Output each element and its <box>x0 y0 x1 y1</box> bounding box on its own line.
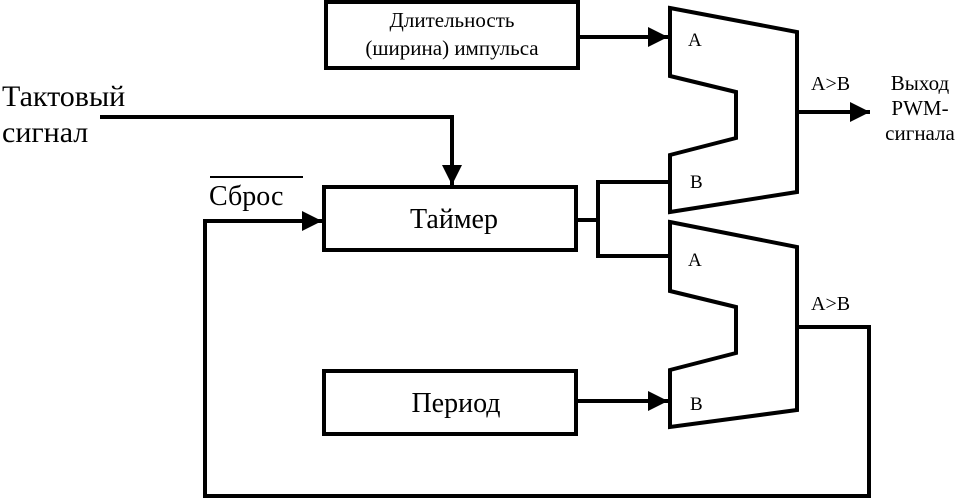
comparator-bottom-input-a: A <box>688 250 702 271</box>
comparator-bottom: A B A>B <box>668 219 850 430</box>
timer-label: Таймер <box>410 204 498 235</box>
wire-reset-feedback <box>203 211 871 498</box>
pulse-width-block: Длительность (ширина) импульса <box>324 0 580 70</box>
clock-label-line1: Тактовый <box>2 80 125 113</box>
wire-clock-to-timer <box>100 115 462 185</box>
comparator-top-output-label: A>B <box>811 73 850 95</box>
comparator-top-input-a: A <box>688 30 702 51</box>
comparator-top: A B A>B <box>668 5 850 215</box>
period-label: Период <box>411 388 500 419</box>
comparator-bottom-input-b: B <box>690 394 703 415</box>
output-label-line2: PWM- <box>891 96 948 120</box>
clock-label-line2: сигнал <box>2 116 88 149</box>
reset-label: Сброс <box>209 181 283 212</box>
reset-label-group: Сброс <box>209 176 303 212</box>
timer-block: Таймер <box>322 185 578 252</box>
output-label-line3: сигнала <box>885 121 955 145</box>
period-block: Период <box>322 369 578 436</box>
output-label-line1: Выход <box>891 71 950 95</box>
comparator-top-input-b: B <box>690 172 703 193</box>
pulse-width-label-line2: (ширина) импульса <box>365 36 539 60</box>
pulse-width-label-line1: Длительность <box>390 8 515 32</box>
comparator-bottom-output-label: A>B <box>811 293 850 315</box>
